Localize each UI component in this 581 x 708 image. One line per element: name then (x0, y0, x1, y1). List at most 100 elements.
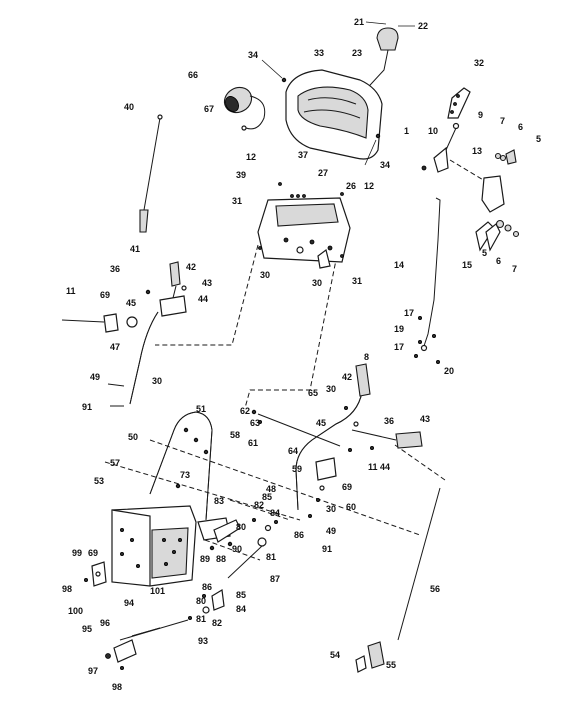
fasteners-left (107, 383, 125, 407)
callout-42: 42 (186, 262, 196, 272)
callout-8: 8 (364, 352, 369, 362)
cable-40 (139, 114, 163, 233)
callout-15: 15 (462, 260, 472, 270)
callout-63: 63 (250, 418, 260, 428)
callout-91b: 91 (322, 544, 332, 554)
callout-11b: 11 (368, 462, 378, 472)
callout-101: 101 (150, 586, 165, 596)
shift-linkage (421, 122, 520, 252)
rod-87 (227, 518, 278, 579)
callout-65: 65 (308, 388, 318, 398)
right-upper-handle (295, 363, 371, 511)
callout-50: 50 (128, 432, 138, 442)
callout-56: 56 (430, 584, 440, 594)
callout-85: 85 (262, 492, 272, 502)
callout-61: 61 (248, 438, 258, 448)
callout-47: 47 (110, 342, 120, 352)
callout-7b: 7 (512, 264, 517, 274)
callout-57: 57 (110, 458, 120, 468)
callout-21: 21 (354, 17, 364, 27)
callout-11: 11 (66, 286, 76, 296)
callout-1: 1 (404, 126, 409, 136)
callout-37: 37 (298, 150, 308, 160)
callout-58: 58 (230, 430, 240, 440)
callout-81b: 81 (196, 614, 206, 624)
control-panel-bracket (257, 182, 351, 269)
callout-10: 10 (428, 126, 438, 136)
callout-31: 31 (232, 196, 242, 206)
callout-86: 86 (294, 530, 304, 540)
callout-19: 19 (394, 324, 404, 334)
callout-44: 44 (198, 294, 208, 304)
callout-41: 41 (130, 244, 140, 254)
callout-40: 40 (124, 102, 134, 112)
callout-81: 81 (266, 552, 276, 562)
callout-94: 94 (124, 598, 134, 608)
callout-42b: 42 (342, 372, 352, 382)
dash-panel (261, 59, 383, 166)
callout-89: 89 (200, 554, 210, 564)
callout-12b: 12 (364, 181, 374, 191)
callout-13: 13 (472, 146, 482, 156)
callout-95: 95 (82, 624, 92, 634)
callout-67: 67 (204, 104, 214, 114)
callout-5b: 5 (482, 248, 487, 258)
callout-43: 43 (202, 278, 212, 288)
callout-39: 39 (236, 170, 246, 180)
callout-91: 91 (82, 402, 92, 412)
cable-56 (355, 487, 441, 673)
callout-51: 51 (196, 404, 206, 414)
right-grip (343, 405, 423, 452)
headlight (223, 86, 266, 131)
callout-30d: 30 (326, 384, 336, 394)
callout-12: 12 (246, 152, 256, 162)
callout-49b: 49 (326, 526, 336, 536)
callout-labels: 21 22 34 33 23 32 66 67 40 9 1 10 7 6 5 … (62, 17, 541, 692)
callout-23: 23 (352, 48, 362, 58)
callout-6b: 6 (496, 256, 501, 266)
callout-93: 93 (198, 636, 208, 646)
callout-60: 60 (346, 502, 356, 512)
callout-73: 73 (180, 470, 190, 480)
callout-90: 90 (232, 544, 242, 554)
callout-9: 9 (478, 110, 483, 120)
callout-30: 30 (260, 270, 270, 280)
callout-5: 5 (536, 134, 541, 144)
callout-64: 64 (288, 446, 298, 456)
callout-32: 32 (474, 58, 484, 68)
callout-43b: 43 (420, 414, 430, 424)
callout-55: 55 (386, 660, 396, 670)
callout-54: 54 (330, 650, 340, 660)
callout-96: 96 (100, 618, 110, 628)
rod-61 (251, 409, 341, 447)
left-side-fasteners (84, 561, 107, 587)
callout-100: 100 (68, 606, 83, 616)
callout-62: 62 (240, 406, 250, 416)
frame-housing (111, 505, 197, 587)
shift-rod (413, 197, 441, 358)
callout-97: 97 (88, 666, 98, 676)
callout-17b: 17 (394, 342, 404, 352)
left-control-lever (61, 261, 187, 405)
callout-31b: 31 (352, 276, 362, 286)
callout-98: 98 (62, 584, 72, 594)
callout-17: 17 (404, 308, 414, 318)
callout-82b: 82 (212, 618, 222, 628)
callout-98b: 98 (112, 682, 122, 692)
callout-59: 59 (292, 464, 302, 474)
callout-36b: 36 (384, 416, 394, 426)
center-brackets (197, 517, 241, 551)
callout-7: 7 (500, 116, 505, 126)
callout-20: 20 (444, 366, 454, 376)
callout-83: 83 (214, 496, 224, 506)
callout-69c: 69 (88, 548, 98, 558)
callout-69: 69 (100, 290, 110, 300)
callout-14: 14 (394, 260, 404, 270)
callout-30c: 30 (152, 376, 162, 386)
callout-44b: 44 (380, 462, 390, 472)
callout-34b: 34 (380, 160, 390, 170)
callout-53: 53 (94, 476, 104, 486)
callout-30b: 30 (312, 278, 322, 288)
callout-26: 26 (346, 181, 356, 191)
